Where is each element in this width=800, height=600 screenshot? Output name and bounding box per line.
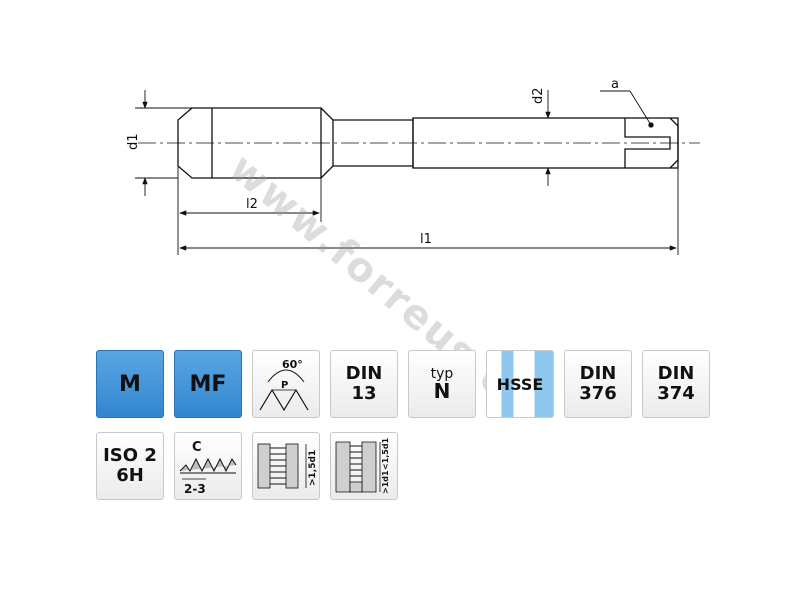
chamfer-form-label: C bbox=[192, 440, 202, 455]
tile-chamfer: C 2-3 bbox=[174, 432, 242, 500]
tap-technical-drawing: d1 d2 a l2 l1 bbox=[126, 77, 700, 255]
tile-din13-line2: 13 bbox=[351, 383, 377, 404]
tile-metric-fine-thread: MF bbox=[174, 350, 242, 418]
tile-din374-line1: DIN bbox=[657, 363, 695, 384]
l2-label: l2 bbox=[246, 197, 258, 212]
tile-type-n-line2: N bbox=[433, 379, 451, 403]
tile-thread-angle: 60° P bbox=[252, 350, 320, 418]
l1-label: l1 bbox=[420, 232, 432, 247]
blind-hole-depth-top: <1,5d1 bbox=[381, 437, 390, 470]
chamfer-icon: C 2-3 bbox=[179, 440, 237, 496]
a-label: a bbox=[611, 77, 619, 92]
tile-metric-thread-label: M bbox=[119, 371, 141, 397]
tile-through-hole: >1,5d1 bbox=[252, 432, 320, 500]
thread-angle-icon: 60° P bbox=[259, 358, 309, 412]
tile-metric-thread: M bbox=[96, 350, 164, 418]
l1-dimension bbox=[179, 168, 679, 255]
a-leader bbox=[600, 90, 652, 126]
l2-dimension bbox=[177, 166, 322, 255]
tile-din13-line1: DIN bbox=[345, 363, 383, 384]
tile-blind-hole: <1,5d1 >1d1 bbox=[330, 432, 398, 500]
tile-type-n-line1: typ bbox=[430, 366, 454, 382]
tile-iso-line1: ISO 2 bbox=[103, 445, 157, 466]
thread-angle-degrees: 60° bbox=[282, 358, 303, 371]
tile-material-hsse-label: HSSE bbox=[496, 374, 544, 394]
d1-dimension bbox=[135, 90, 192, 196]
d1-label: d1 bbox=[126, 133, 141, 150]
blind-hole-icon: <1,5d1 >1d1 bbox=[335, 437, 390, 494]
through-hole-icon: >1,5d1 bbox=[257, 443, 318, 489]
tile-din374-line2: 374 bbox=[657, 383, 695, 404]
tile-metric-fine-thread-label: MF bbox=[189, 371, 227, 397]
d2-label: d2 bbox=[531, 87, 546, 104]
tile-din376-line2: 376 bbox=[579, 383, 617, 404]
tile-iso-line2: 6H bbox=[116, 465, 144, 486]
chamfer-threads-label: 2-3 bbox=[184, 482, 206, 496]
tile-din376-line1: DIN bbox=[579, 363, 617, 384]
thread-pitch-label: P bbox=[281, 380, 288, 391]
blind-hole-depth-bottom: >1d1 bbox=[381, 470, 390, 494]
through-hole-depth: >1,5d1 bbox=[308, 450, 318, 486]
tile-material-hsse: HSSE bbox=[486, 350, 554, 418]
